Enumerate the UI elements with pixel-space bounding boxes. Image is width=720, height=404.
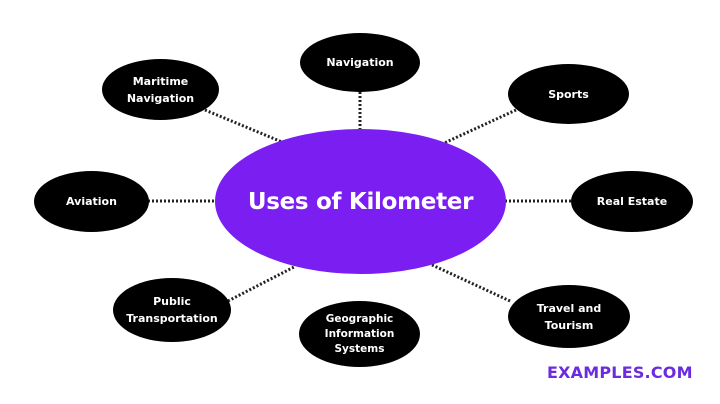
node-label: Aviation — [66, 195, 117, 208]
node-travel-and-tourism: Travel and Tourism — [508, 285, 630, 348]
central-topic: Uses of Kilometer — [215, 129, 506, 274]
node-real-estate: Real Estate — [571, 171, 693, 232]
connector-travel-and-tourism — [429, 262, 511, 303]
node-maritime-navigation: Maritime Navigation — [102, 59, 219, 120]
node-label: Information — [324, 327, 395, 340]
brand-watermark: EXAMPLES.COM — [547, 363, 693, 382]
connector-maritime-navigation — [204, 108, 283, 144]
node-label: Public — [153, 295, 191, 308]
node-label: Real Estate — [596, 195, 668, 208]
node-label: Sports — [548, 87, 589, 101]
node-public-transportation: Public Transportation — [113, 278, 231, 342]
central-topic-label: Uses of Kilometer — [247, 188, 474, 215]
connector-public-transportation — [227, 265, 295, 303]
node-label: Systems — [334, 342, 385, 355]
node-label: Travel and — [536, 301, 602, 315]
node-navigation: Navigation — [300, 33, 420, 92]
node-label: Maritime — [132, 74, 189, 88]
node-label: Navigation — [326, 56, 394, 69]
connector-sports — [441, 108, 517, 146]
node-sports: Sports — [508, 64, 629, 124]
node-label: Geographic — [325, 312, 394, 325]
node-label: Transportation — [126, 312, 218, 325]
node-geographic-information-systems: Geographic Information Systems — [299, 301, 420, 367]
node-label: Tourism — [544, 318, 594, 332]
node-label: Navigation — [126, 91, 195, 105]
node-aviation: Aviation — [34, 171, 149, 232]
